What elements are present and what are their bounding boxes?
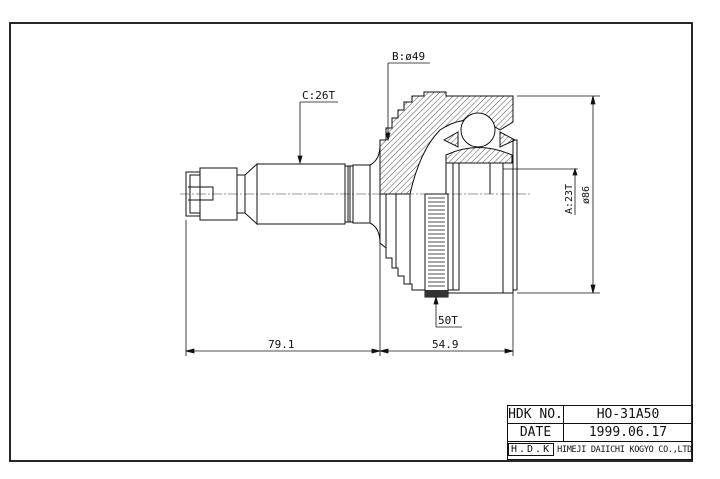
dimensions — [185, 62, 600, 356]
annotations: C:26T B:ø49 50T 79.1 54.9 A:23T ø86 — [268, 50, 592, 351]
housing-section — [379, 91, 517, 195]
abs-ring-teeth — [428, 197, 445, 287]
date-label: DATE — [507, 423, 564, 442]
outer-dia-label: ø86 — [581, 186, 592, 204]
spline-c-label: C:26T — [302, 89, 335, 102]
shaft-length-dim: 79.1 — [268, 338, 295, 351]
abs-ring — [424, 193, 449, 298]
shaft — [185, 144, 381, 244]
housing-length-dim: 54.9 — [432, 338, 459, 351]
part-no-value: HO-31A50 — [563, 405, 693, 424]
abs-teeth-label: 50T — [438, 314, 458, 327]
drawing-frame — [9, 22, 693, 462]
company-name: HIMEJI DAIICHI KOGYO CO.,LTD — [557, 445, 692, 455]
spline-a-label: A:23T — [564, 184, 575, 214]
hdk-logo: H.D.K — [508, 443, 555, 456]
seal-b-label: B:ø49 — [392, 50, 425, 63]
ball-bearing — [460, 112, 496, 148]
date-value: 1999.06.17 — [563, 423, 693, 442]
part-no-label: HDK NO. — [507, 405, 564, 424]
